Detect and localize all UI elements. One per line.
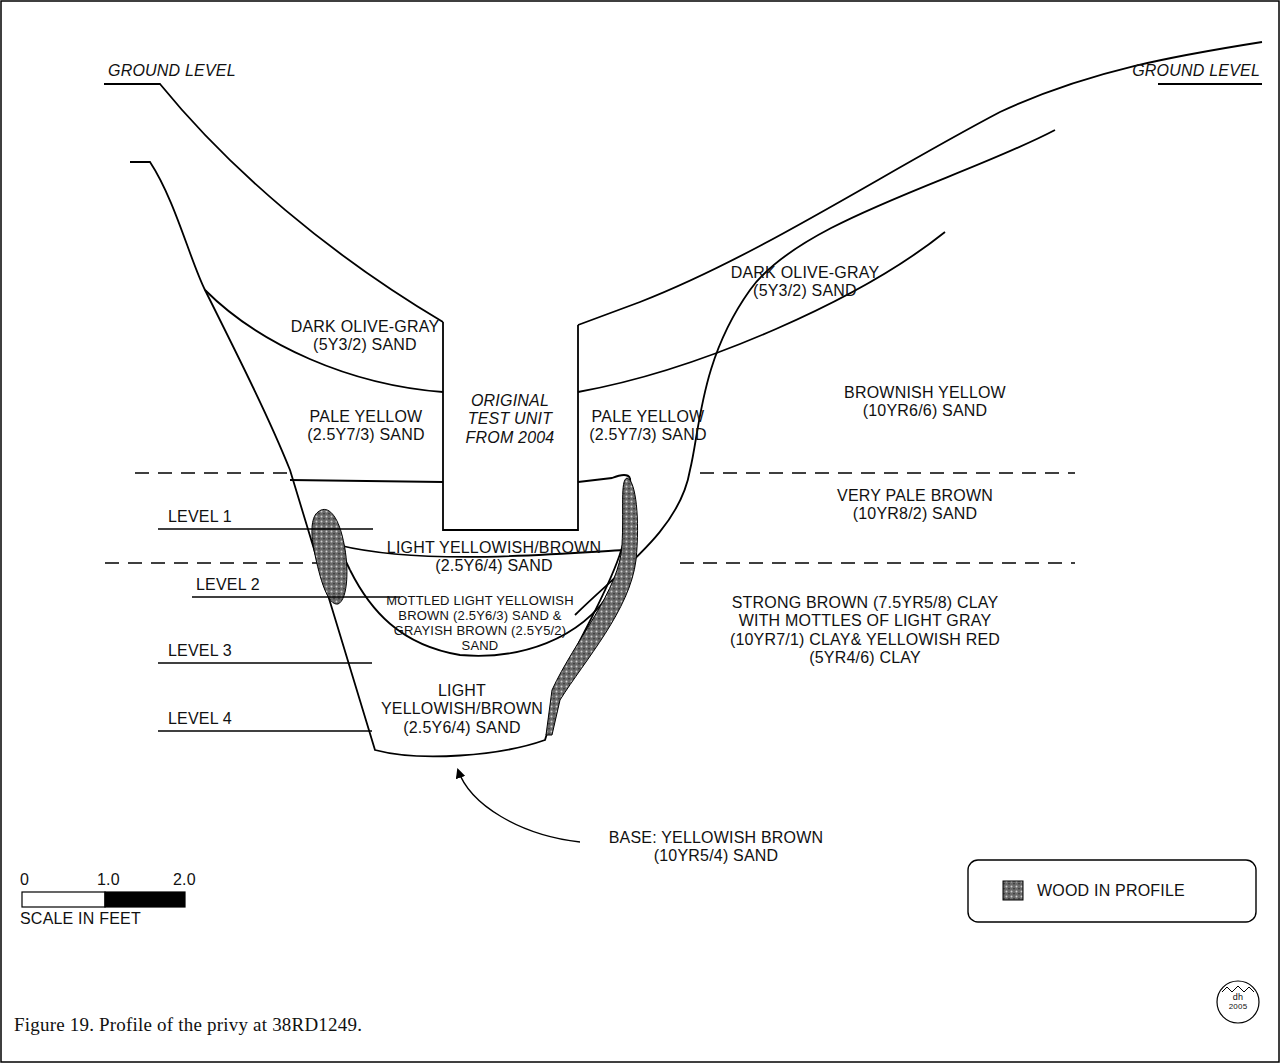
stratum-label: VERY PALE BROWN (10YR8/2) SAND (835, 487, 995, 524)
ground-level-label: GROUND LEVEL (108, 62, 236, 80)
scale-number: 0 (20, 871, 29, 889)
stratum-label: LIGHT YELLOWISH/BROWN (2.5Y6/4) SAND (364, 539, 624, 576)
level-label: LEVEL 3 (168, 642, 232, 660)
level-label: LEVEL 4 (168, 710, 232, 728)
level-label: LEVEL 2 (196, 576, 260, 594)
test-unit-label: ORIGINAL TEST UNIT FROM 2004 (460, 392, 560, 447)
logo-initials: dh (1223, 992, 1253, 1002)
ground-level-label: GROUND LEVEL (1132, 62, 1260, 80)
base-label: BASE: YELLOWISH BROWN (10YR5/4) SAND (571, 829, 861, 866)
logo-mark (1222, 986, 1254, 992)
scale-number: 1.0 (97, 871, 120, 889)
level-label: LEVEL 1 (168, 508, 232, 526)
logo-year: 2005 (1223, 1002, 1253, 1011)
scale-number: 2.0 (173, 871, 196, 889)
scale-bar (22, 892, 185, 907)
stratum-label: PALE YELLOW (2.5Y7/3) SAND (586, 408, 711, 445)
stratum-label: DARK OLIVE-GRAY (5Y3/2) SAND (290, 318, 440, 355)
stratum-label: PALE YELLOW (2.5Y7/3) SAND (304, 408, 429, 445)
author-logo (1217, 981, 1259, 1023)
base-arrow (458, 770, 580, 842)
stratum-label: BROWNISH YELLOW (10YR6/6) SAND (838, 384, 1013, 421)
strata-lines (104, 42, 1262, 756)
legend-box (968, 860, 1256, 922)
stratum-label: STRONG BROWN (7.5YR5/8) CLAY WITH MOTTLE… (715, 594, 1015, 668)
leader-lines (158, 529, 400, 731)
stratum-label: LIGHT YELLOWISH/BROWN (2.5Y6/4) SAND (375, 682, 550, 737)
stratum-label: MOTTLED LIGHT YELLOWISH BROWN (2.5Y6/3) … (378, 594, 583, 654)
figure-caption: Figure 19. Profile of the privy at 38RD1… (14, 1014, 362, 1036)
legend-swatch (1003, 881, 1023, 900)
stratum-label: DARK OLIVE-GRAY (5Y3/2) SAND (730, 264, 880, 301)
legend-text: WOOD IN PROFILE (1037, 882, 1185, 900)
scale-title: SCALE IN FEET (20, 910, 141, 928)
